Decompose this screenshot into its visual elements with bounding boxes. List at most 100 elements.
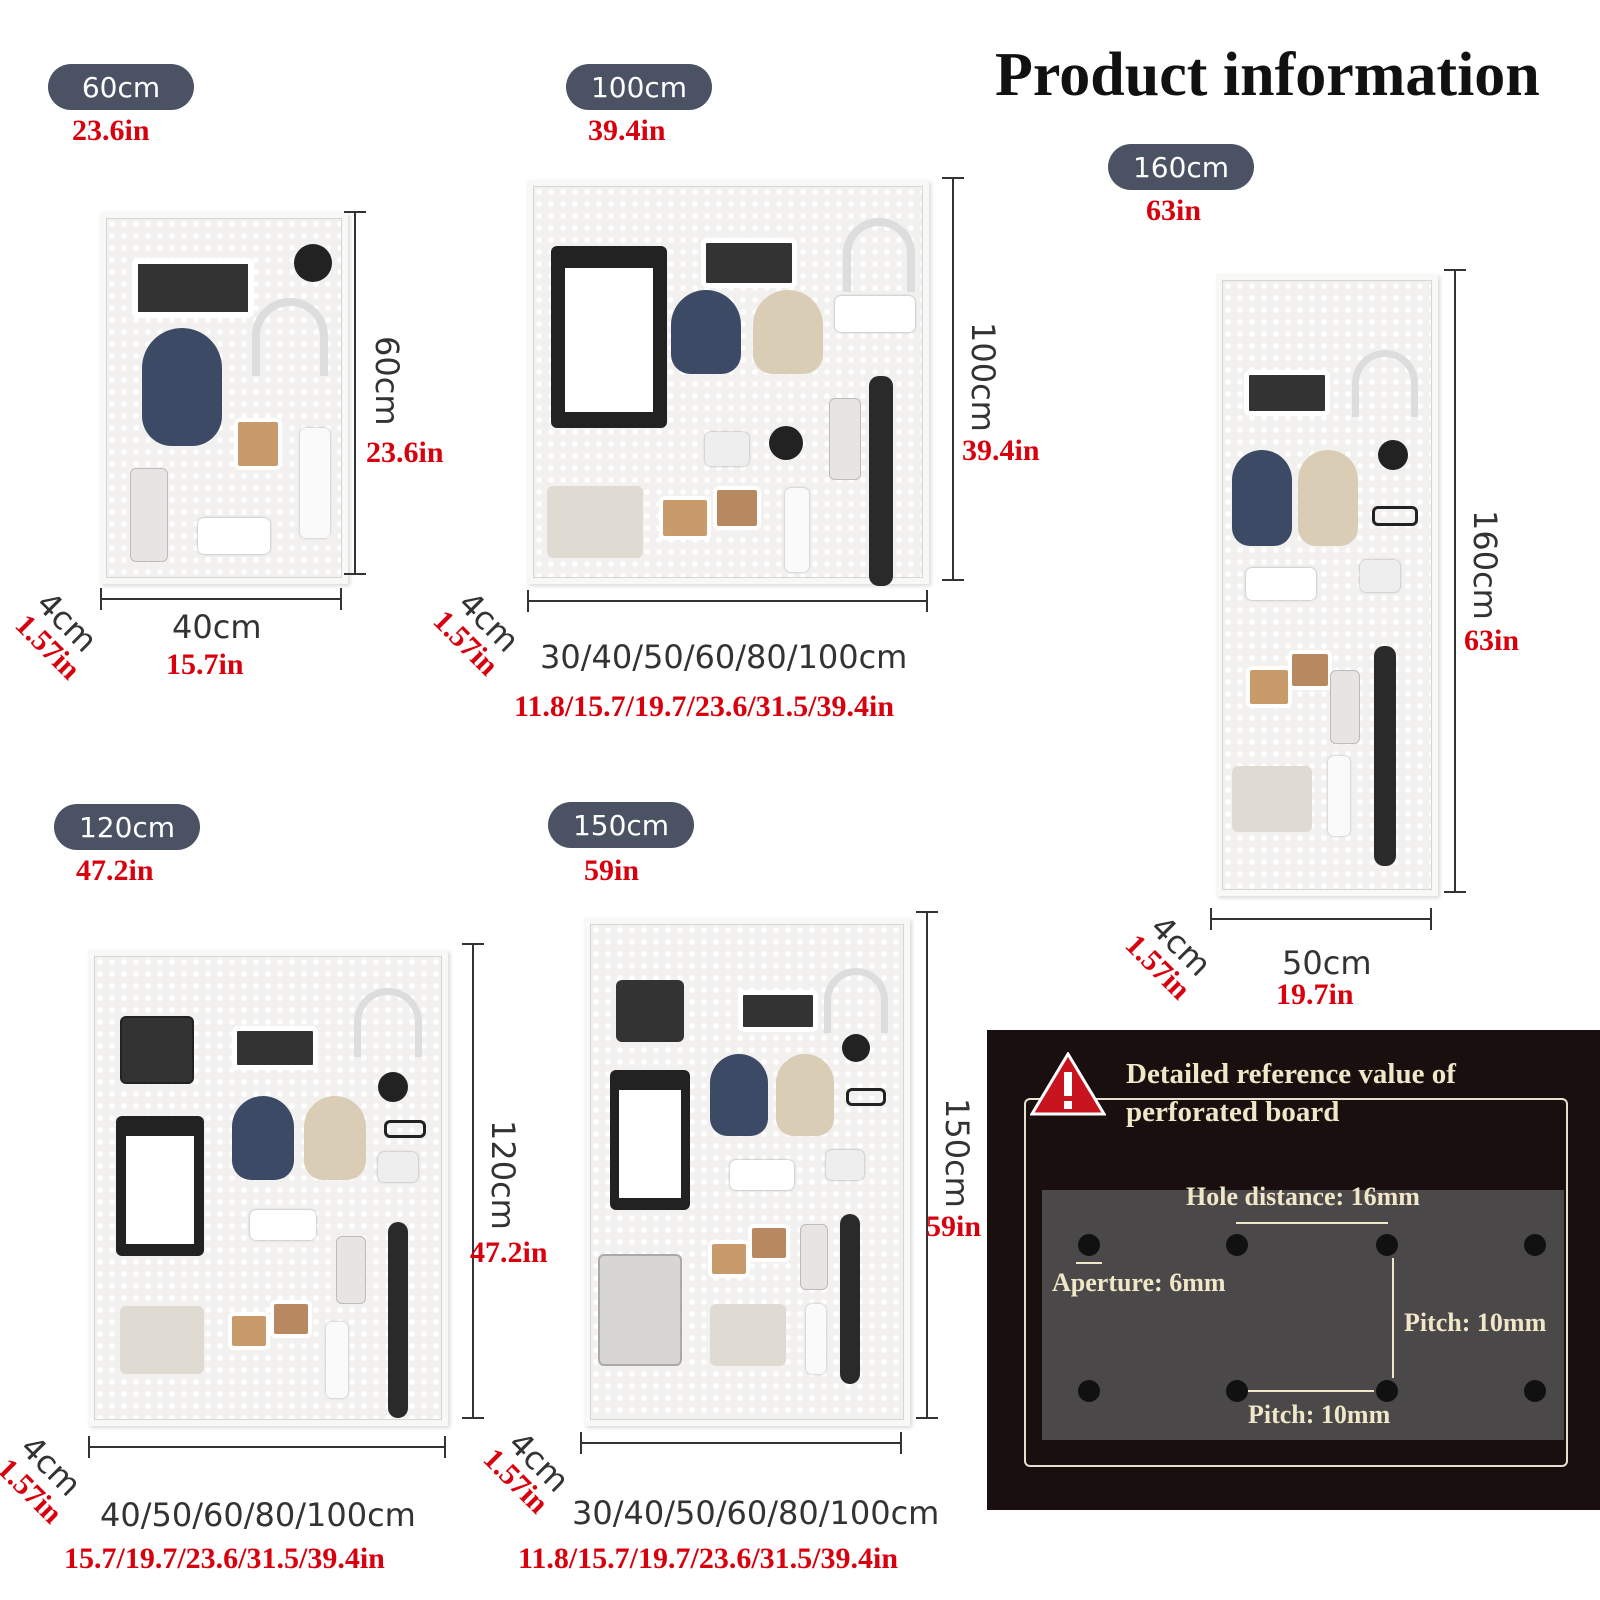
photo-icon <box>234 418 282 470</box>
photo-icon <box>659 496 711 540</box>
umbrella-icon <box>388 1222 408 1418</box>
photo-icon <box>748 1224 790 1262</box>
hole <box>1376 1380 1398 1402</box>
bottle-icon <box>130 468 168 562</box>
photo-icon <box>713 486 761 530</box>
size-pill-160-inches: 63in <box>1146 194 1202 227</box>
clipboard-icon <box>610 1070 690 1210</box>
umbrella-icon <box>869 376 893 586</box>
clipboard-icon <box>116 1116 204 1256</box>
umbrella-icon <box>300 428 330 538</box>
pegboard-150 <box>584 918 910 1426</box>
clipboard-icon <box>551 246 667 428</box>
warning-icon <box>1029 1051 1107 1116</box>
width-inches-100: 11.8/15.7/19.7/23.6/31.5/39.4in <box>514 690 895 723</box>
reference-frame <box>1024 1098 1568 1467</box>
photo-icon <box>228 1312 270 1350</box>
height-label-150: 150cm <box>938 1098 976 1208</box>
size-pill-120-inches: 47.2in <box>76 854 154 887</box>
umbrella-icon <box>785 488 809 572</box>
width-inches-120: 15.7/19.7/23.6/31.5/39.4in <box>64 1542 385 1575</box>
height-label-160: 160cm <box>1466 510 1504 620</box>
hole <box>1078 1234 1100 1256</box>
width-label-160: 50cm <box>1282 944 1372 982</box>
height-inches-120: 47.2in <box>470 1236 548 1269</box>
cap-icon <box>304 1096 366 1180</box>
width-label-60: 40cm <box>172 608 262 646</box>
umbrella-icon <box>840 1214 860 1384</box>
umbrella-icon <box>806 1304 826 1374</box>
headphones-icon <box>354 988 422 1057</box>
size-pill-150-inches: 59in <box>584 854 640 887</box>
mask-icon <box>1360 560 1400 592</box>
hole-distance-label: Hole distance: 16mm <box>1186 1182 1420 1211</box>
pegboard-100 <box>527 180 929 586</box>
cap-icon <box>142 328 222 446</box>
clock-icon <box>294 244 332 282</box>
switch-console-icon <box>132 258 254 318</box>
glasses-icon <box>846 1088 886 1106</box>
tote-bag-icon <box>598 1254 682 1366</box>
glasses-icon <box>1372 506 1418 526</box>
width-label-120: 40/50/60/80/100cm <box>100 1496 416 1534</box>
pegboard-120 <box>88 950 448 1426</box>
height-label-100: 100cm <box>964 322 1002 432</box>
width-label-100: 30/40/50/60/80/100cm <box>540 638 908 676</box>
height-label-60: 60cm <box>368 336 406 426</box>
pitch-vertical-label: Pitch: 10mm <box>1404 1308 1547 1337</box>
height-inches-60: 23.6in <box>366 436 444 469</box>
size-pill-60: 60cm <box>48 64 194 110</box>
width-label-150: 30/40/50/60/80/100cm <box>572 1494 940 1532</box>
width-inches-160: 19.7in <box>1276 978 1354 1011</box>
aperture-label: Aperture: 6mm <box>1052 1268 1226 1297</box>
clock-icon <box>842 1034 870 1062</box>
cap-icon <box>232 1096 294 1180</box>
handbag-icon <box>120 1306 204 1374</box>
pitch-horizontal-label: Pitch: 10mm <box>1248 1400 1391 1429</box>
basket-icon <box>616 980 684 1042</box>
reference-heading-line2: perforated board <box>1126 1096 1340 1128</box>
umbrella-icon <box>326 1322 348 1398</box>
headphones-icon <box>1352 350 1418 417</box>
photo-icon <box>1246 666 1292 708</box>
headphones-icon <box>824 968 888 1033</box>
clock-icon <box>378 1072 408 1102</box>
switch-console-icon <box>738 990 818 1032</box>
hole <box>1078 1380 1100 1402</box>
clock-icon <box>769 426 803 460</box>
switch-console-icon <box>701 238 797 288</box>
switch-console-icon <box>232 1026 318 1070</box>
page-title: Product information <box>995 41 1540 109</box>
hole <box>1376 1234 1398 1256</box>
height-inches-150: 59in <box>926 1210 982 1243</box>
height-inches-160: 63in <box>1464 624 1520 657</box>
width-inches-60: 15.7in <box>166 648 244 681</box>
bottle-icon <box>1330 670 1360 744</box>
pegboard-60 <box>100 212 348 584</box>
umbrella-icon <box>1328 756 1350 836</box>
cap-icon <box>776 1054 834 1136</box>
tissue-box-icon <box>250 1210 316 1240</box>
cap-icon <box>671 290 741 374</box>
hole-grid <box>1042 1190 1564 1440</box>
headphones-icon <box>843 218 915 292</box>
mask-icon <box>705 432 749 466</box>
mask-icon <box>826 1150 864 1180</box>
cap-icon <box>753 290 823 374</box>
umbrella-icon <box>1374 646 1396 866</box>
glasses-icon <box>384 1120 426 1138</box>
size-pill-150: 150cm <box>548 802 694 848</box>
photo-icon <box>270 1300 312 1338</box>
tissue-box-icon <box>1246 568 1316 600</box>
bottle-icon <box>336 1236 366 1304</box>
hole <box>1524 1380 1546 1402</box>
size-pill-160: 160cm <box>1108 144 1254 190</box>
size-pill-60-inches: 23.6in <box>72 114 150 147</box>
handbag-icon <box>1232 766 1312 832</box>
width-inches-150: 11.8/15.7/19.7/23.6/31.5/39.4in <box>518 1542 899 1575</box>
handbag-icon <box>547 486 643 558</box>
size-pill-100: 100cm <box>566 64 712 110</box>
mask-icon <box>378 1152 418 1182</box>
headphones-icon <box>252 298 328 376</box>
bottle-icon <box>829 398 861 480</box>
